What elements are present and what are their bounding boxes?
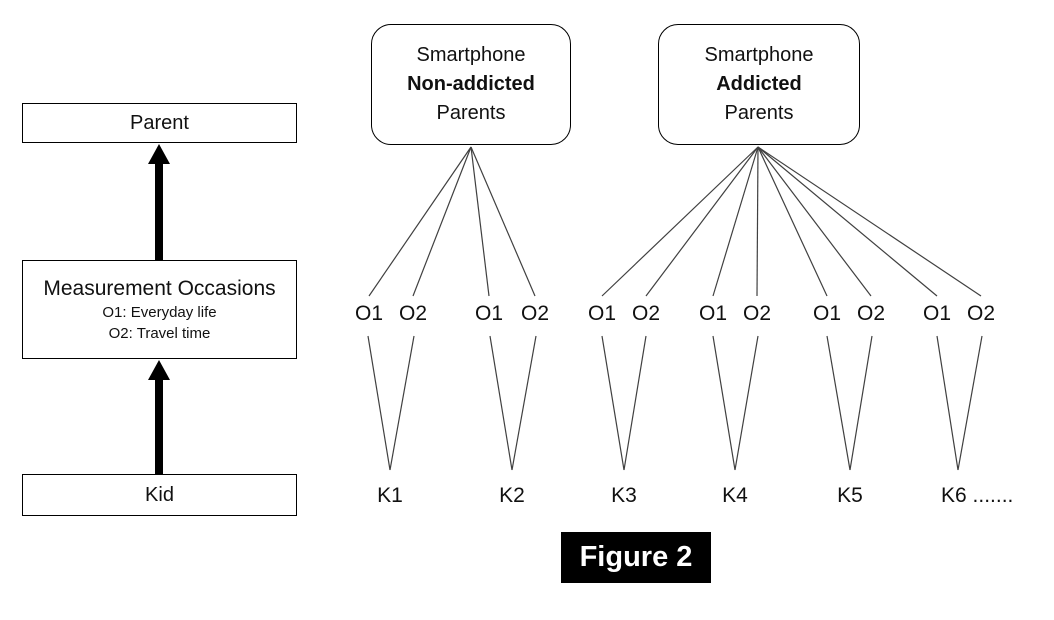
occasion-label-k1-o2: O2 [398,302,427,325]
occasion-label-k6-o1: O1 [922,302,951,325]
occasion-label-k2-o2: O2 [520,302,549,325]
group-1-line-3: Parents [436,102,506,124]
up-arrow-kid-to-measurement-head [148,360,170,380]
kid-label-k3: K3 [611,484,637,507]
group-1-line-2: Non-addicted [407,73,535,95]
parent-box: Parent [22,103,297,143]
up-arrow-measurement-to-parent-shaft [155,162,163,260]
occasion-label-k6-o2: O2 [966,302,995,325]
group-2-line-3: Parents [724,102,794,124]
occasion-label-k5-o2: O2 [856,302,885,325]
occasion-label-k3-o2: O2 [631,302,660,325]
up-arrow-measurement-to-parent-head [148,144,170,164]
group-2-line-1: Smartphone [704,44,814,66]
kid-label-k4: K4 [722,484,748,507]
occasion-label-k4-o2: O2 [742,302,771,325]
occasion-label-k2-o1: O1 [474,302,503,325]
measurement-o2-label: O2: Travel time [108,325,211,342]
kid-box-label: Kid [145,483,174,506]
measurement-occasions-title: Measurement Occasions [43,277,276,300]
occasion-label-k1-o1: O1 [354,302,383,325]
figure-caption: Figure 2 [561,532,711,583]
measurement-o1-label: O1: Everyday life [102,304,217,321]
figure-caption-text: Figure 2 [579,541,693,573]
smartphone-non-addicted-parents-box: Smartphone Non-addicted Parents [371,24,571,145]
kid-label-k6: K6 ....... [941,484,1014,507]
occasion-label-k3-o1: O1 [587,302,616,325]
kid-label-k1: K1 [377,484,403,507]
occasion-label-k5-o1: O1 [812,302,841,325]
kid-label-k2: K2 [499,484,525,507]
parent-box-label: Parent [130,111,189,134]
kid-label-k5: K5 [837,484,863,507]
occasion-label-k4-o1: O1 [698,302,727,325]
kid-box: Kid [22,474,297,516]
measurement-occasions-box: Measurement Occasions O1: Everyday life … [22,260,297,359]
up-arrow-kid-to-measurement-shaft [155,378,163,474]
smartphone-addicted-parents-box: Smartphone Addicted Parents [658,24,860,145]
group-2-line-2: Addicted [716,73,802,95]
group-1-line-1: Smartphone [416,44,526,66]
